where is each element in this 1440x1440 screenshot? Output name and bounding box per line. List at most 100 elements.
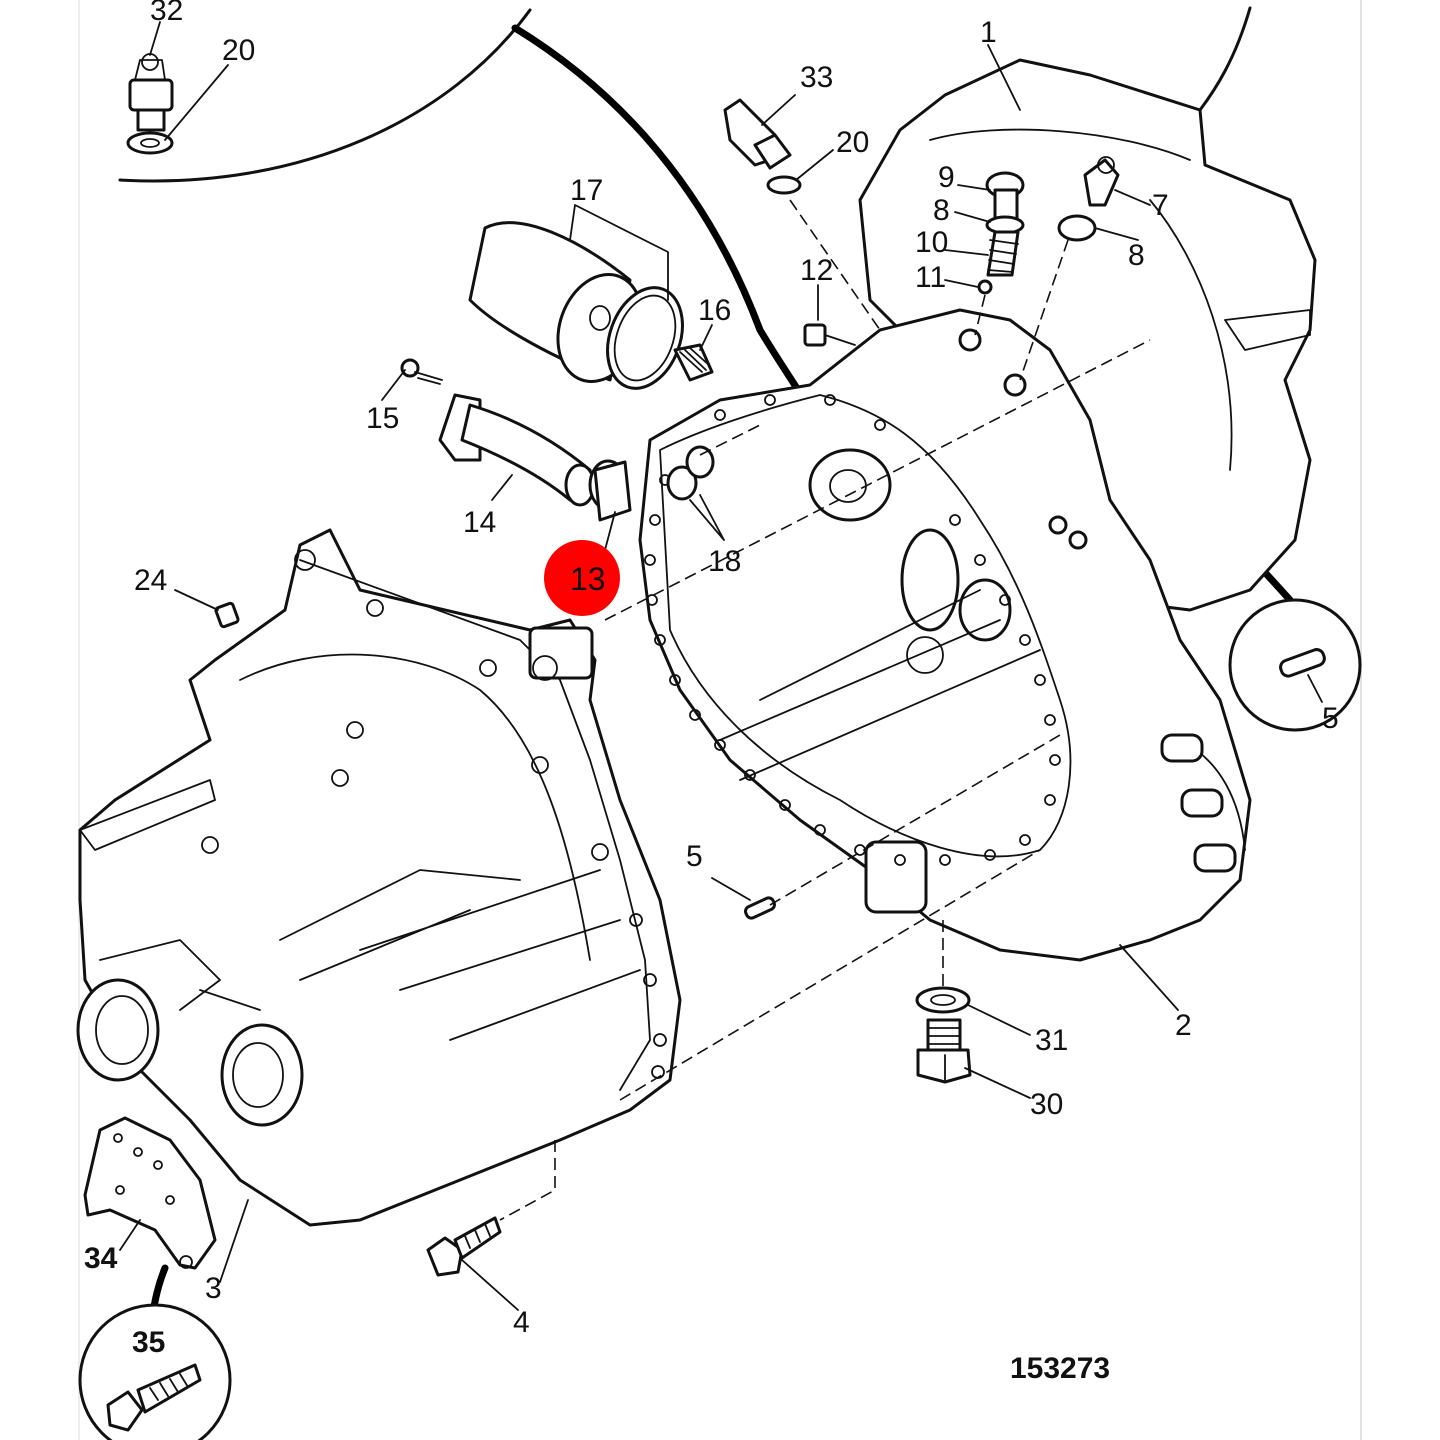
leader-lines bbox=[119, 21, 1323, 1311]
label-9: 9 bbox=[938, 161, 955, 194]
label-32: 32 bbox=[150, 0, 183, 27]
part-33-switch bbox=[723, 98, 792, 170]
label-20-top: 20 bbox=[222, 34, 255, 67]
label-14: 14 bbox=[463, 506, 496, 539]
label-15: 15 bbox=[366, 402, 399, 435]
label-34: 34 bbox=[84, 1242, 118, 1275]
detail-inset-boundary bbox=[118, 8, 532, 183]
housing-stud-hole bbox=[1048, 515, 1068, 535]
label-7: 7 bbox=[1152, 189, 1169, 222]
part-16-screw bbox=[673, 343, 714, 382]
housing-ridge bbox=[929, 128, 1191, 161]
assembly-line-switch bbox=[789, 199, 881, 331]
housing-lug-c bbox=[1193, 843, 1237, 873]
bracket-holes bbox=[113, 1133, 193, 1269]
housing-shading bbox=[719, 589, 1041, 781]
housing-lug-b bbox=[1180, 788, 1224, 818]
assembly-line-stud bbox=[1019, 239, 1069, 381]
label-16: 16 bbox=[698, 294, 731, 327]
assembly-line-dowel bbox=[619, 849, 1041, 1101]
housing-top-port-a bbox=[958, 328, 982, 352]
label-3: 3 bbox=[205, 1272, 222, 1305]
housing-top-port-b bbox=[1003, 373, 1027, 397]
main-housing-part-2 bbox=[638, 308, 1252, 962]
output-shaft-seal bbox=[76, 978, 160, 1082]
gearbox-flange-edge bbox=[299, 559, 651, 1091]
part-24-plug bbox=[214, 601, 240, 629]
flange-bolt-holes bbox=[644, 394, 1061, 866]
label-30: 30 bbox=[1030, 1088, 1063, 1121]
assembly-line-dowel-2 bbox=[769, 734, 1061, 906]
assembly-line-bolt bbox=[499, 1140, 556, 1221]
spring-coils bbox=[987, 239, 1019, 273]
input-seal-bore bbox=[232, 1042, 284, 1108]
part-34-bracket bbox=[83, 1116, 217, 1270]
assembly-line-valve bbox=[974, 294, 986, 336]
housing-cover-plate bbox=[864, 840, 928, 914]
highlight-callout-number: 13 bbox=[570, 561, 606, 597]
housing-port-2 bbox=[958, 578, 1012, 642]
gearbox-ridge bbox=[239, 653, 591, 961]
housing-port bbox=[900, 528, 960, 632]
highlight-callout-circle bbox=[544, 540, 620, 616]
assembly-line-oring bbox=[699, 424, 761, 456]
label-8-right: 8 bbox=[1128, 239, 1145, 272]
label-17: 17 bbox=[570, 174, 603, 207]
label-8-left: 8 bbox=[933, 194, 950, 227]
label-12: 12 bbox=[800, 254, 833, 287]
housing-port-3 bbox=[906, 636, 944, 674]
part-32-plug bbox=[128, 53, 174, 132]
input-shaft-seal bbox=[220, 1023, 304, 1127]
label-31: 31 bbox=[1035, 1024, 1068, 1057]
part-18-oring-a bbox=[666, 465, 698, 501]
gearbox-boss-detail bbox=[99, 939, 261, 1011]
label-11: 11 bbox=[915, 261, 946, 294]
gearbox-top-plate bbox=[79, 779, 216, 851]
label-5-center: 5 bbox=[686, 840, 703, 873]
label-18: 18 bbox=[708, 545, 741, 578]
bell-housing-top-edge bbox=[1198, 6, 1252, 112]
part-35-bolt bbox=[106, 1363, 202, 1432]
image-edge-left bbox=[78, 0, 80, 1440]
housing-lug-a bbox=[1160, 733, 1204, 763]
housing-curve bbox=[1149, 199, 1233, 471]
label-33: 33 bbox=[800, 61, 833, 94]
assembly-line-housing bbox=[604, 339, 1151, 621]
part-12-bolt bbox=[803, 323, 856, 347]
part-5-dowel bbox=[744, 896, 776, 920]
bearing-boss bbox=[808, 448, 892, 522]
label-2: 2 bbox=[1175, 1009, 1192, 1042]
label-1: 1 bbox=[980, 16, 997, 49]
label-35: 35 bbox=[132, 1326, 165, 1359]
part-11-ball bbox=[977, 279, 993, 295]
housing-gasket-face bbox=[659, 394, 1072, 858]
part-4-bolt bbox=[426, 1216, 502, 1277]
gearbox-shading bbox=[279, 869, 641, 1041]
image-edge-right bbox=[1360, 0, 1362, 1440]
gearbox-mount-boss bbox=[528, 626, 594, 680]
gearbox-bolt-holes bbox=[201, 549, 667, 1079]
part-8-washer bbox=[1057, 214, 1097, 242]
part-20-washer-b bbox=[766, 175, 802, 195]
drawing-reference-number: 153273 bbox=[1010, 1352, 1110, 1385]
label-5-inset: 5 bbox=[1322, 702, 1339, 735]
part-13-gasket bbox=[593, 460, 632, 522]
output-seal-bore bbox=[95, 995, 149, 1065]
part-18-oring-b bbox=[685, 445, 715, 479]
label-24: 24 bbox=[134, 564, 167, 597]
part-15-screw bbox=[400, 358, 443, 385]
part-30-drain-plug bbox=[916, 1018, 972, 1084]
part-5-dowel-detail bbox=[1279, 648, 1326, 678]
housing-stud-hole-2 bbox=[1068, 530, 1088, 550]
label-10: 10 bbox=[915, 226, 948, 259]
housing-flange bbox=[1224, 309, 1311, 351]
part-17-filter bbox=[468, 221, 684, 390]
mount-boss-hole bbox=[532, 655, 558, 681]
part-31-washer bbox=[915, 986, 971, 1014]
part-20-washer bbox=[126, 131, 174, 155]
washer-hole bbox=[140, 138, 160, 148]
part-7-stud bbox=[1083, 156, 1120, 207]
label-4: 4 bbox=[513, 1306, 530, 1339]
part-31-washer-hole bbox=[930, 994, 956, 1006]
